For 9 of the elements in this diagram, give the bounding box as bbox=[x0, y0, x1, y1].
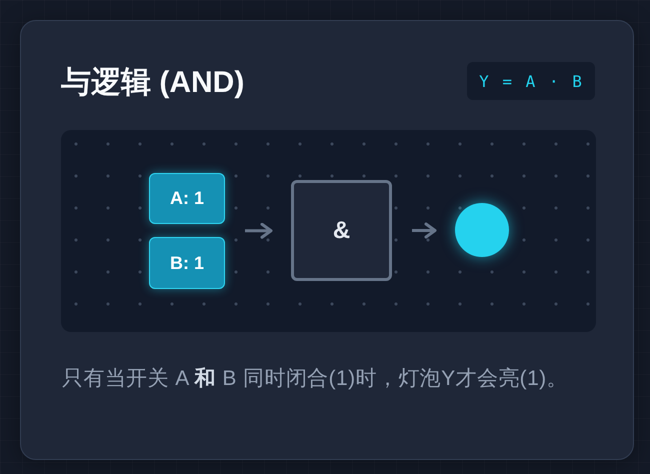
arrow bbox=[412, 222, 436, 238]
caption-text: 只有当开关 A 和 B 同时闭合(1)时，灯泡Y才会亮(1)。 bbox=[62, 366, 569, 392]
formula-badge: Y = A · B bbox=[467, 62, 595, 100]
output-circle bbox=[455, 203, 509, 257]
input-box: A: 1 bbox=[149, 173, 225, 224]
arrow bbox=[245, 222, 272, 239]
input-box: B: 1 bbox=[149, 237, 225, 289]
title-text: 与逻辑 (AND) bbox=[61, 65, 244, 101]
and-gate-box: & bbox=[291, 180, 392, 281]
